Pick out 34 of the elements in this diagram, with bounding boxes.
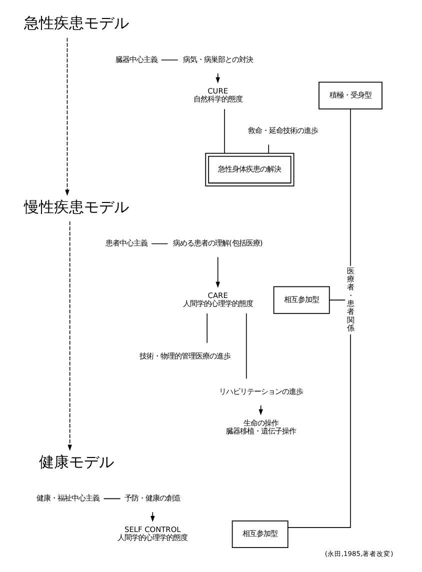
connector — [268, 144, 270, 154]
connector — [151, 243, 168, 244]
connector — [206, 313, 208, 344]
node-text: 救命・延命技術の進歩 — [248, 126, 318, 135]
node-text: 患者中心主義 — [106, 238, 148, 248]
connector — [224, 108, 225, 154]
node-box: 積極・受身型 — [318, 82, 382, 110]
node-text: 慢性疾患モデル — [24, 198, 129, 216]
node-text: 技術・物理的管理医療の進歩 — [140, 351, 231, 360]
connector — [350, 108, 351, 266]
arrow — [216, 73, 220, 84]
node-box: 急性身体疾患の解決 — [205, 152, 294, 186]
node-text: 生命の操作 臓器移植・遺伝子操作 — [226, 418, 296, 436]
node-text: CURE 自然科学的態度 — [193, 86, 242, 104]
arrow — [65, 38, 70, 196]
node-box: 相互参加型 — [232, 520, 288, 548]
node-text: リハビリテーションの進歩 — [218, 386, 303, 396]
node-text: 健康モデル — [38, 454, 114, 471]
node-text: CARE 人間学的心理学的態度 — [182, 290, 253, 308]
arrow — [216, 256, 220, 288]
node-text: 予防・健康の創造 — [124, 494, 181, 503]
node-text: 病気・病巣部との対決 — [182, 54, 253, 64]
node-text: 急性疾患モデル — [24, 15, 129, 32]
connector — [103, 498, 121, 500]
node-text: 医療者・患者関係 — [347, 266, 354, 332]
node-text: SELF CONTROL 人間学的心理学的態度 — [118, 525, 188, 542]
node-text: 臓器中心主義 — [115, 54, 158, 64]
node-box: 相互参加型 — [273, 286, 330, 314]
connector — [288, 334, 351, 528]
arrow — [68, 221, 72, 451]
connector — [246, 313, 247, 379]
node-text: 病める患者の理解(包括医療) — [172, 238, 263, 248]
node-text: 健康・福祉中心主義 — [36, 494, 100, 503]
arrow — [150, 512, 155, 522]
